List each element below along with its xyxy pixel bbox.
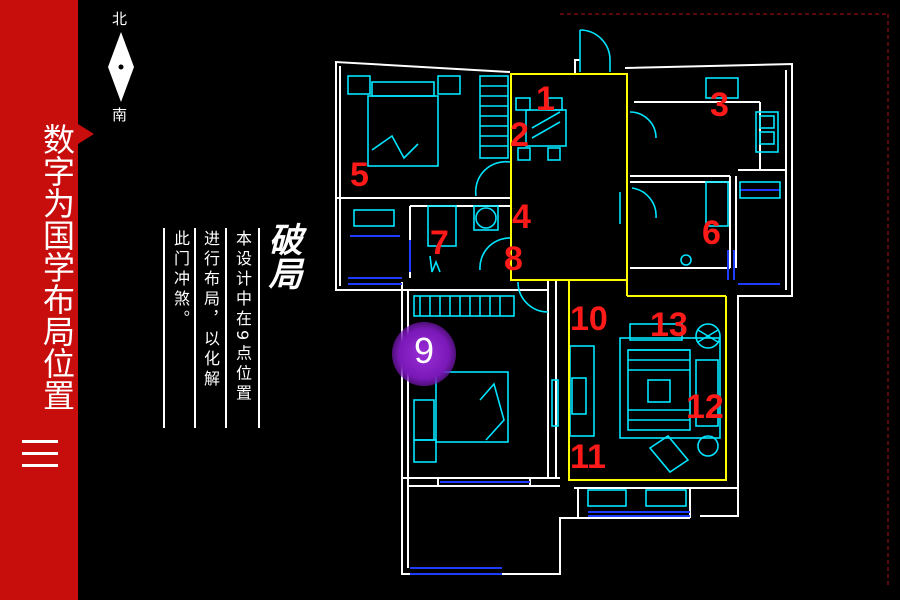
compass-needle-icon [108,32,134,102]
highlight-point-9 [392,322,456,386]
windows [348,189,780,575]
label-11: 11 [570,438,606,476]
sidebar-arrow [78,124,94,144]
label-3: 3 [710,86,729,124]
plan-number-labels: 1 2 3 4 5 6 7 8 10 11 12 13 [350,80,729,476]
divider-line [194,228,196,428]
label-8: 8 [504,240,523,278]
label-12: 12 [686,388,724,426]
divider-line [258,228,260,428]
description-column-3: 此门冲煞。 [171,230,190,330]
compass-south-label: 南 [112,106,128,124]
description-column-2: 进行布局，以化解 [201,230,220,390]
walls [335,59,793,575]
label-7: 7 [430,224,449,262]
furniture [347,29,781,507]
page-heading: 破局 [262,222,302,290]
divider-line [163,228,165,428]
label-1: 1 [536,80,555,118]
label-6: 6 [702,214,721,252]
divider-line [225,228,227,428]
compass-north-label: 北 [112,10,128,28]
highlight-label: 9 [413,330,435,371]
zone-outlines [510,73,727,481]
corner-frame [560,13,889,586]
label-5: 5 [350,156,369,194]
description-column-1: 本设计中在9点位置 [233,230,252,405]
label-10: 10 [570,300,608,338]
label-2: 2 [510,116,529,154]
sidebar: 数字为国学布局位置 [0,0,78,600]
sidebar-decoration-lines [22,440,58,476]
label-13: 13 [650,306,688,344]
label-4: 4 [512,198,531,236]
sidebar-title: 数字为国学布局位置 [38,123,76,411]
